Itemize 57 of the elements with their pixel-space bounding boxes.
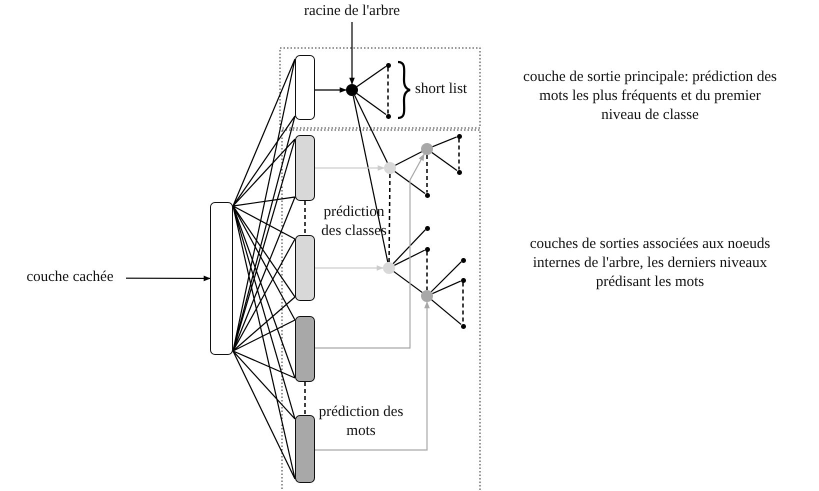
ellipsis-line: [304, 382, 306, 415]
ellipsis-line: [426, 155, 428, 192]
connection-line: [394, 250, 426, 266]
leaf-dot: [424, 226, 430, 230]
root-label: racine de l'arbre: [292, 2, 412, 21]
leaf-dot: [456, 170, 462, 174]
connection-line: [232, 205, 296, 352]
leaf-dot: [456, 134, 462, 138]
connection-line: [432, 136, 457, 148]
tree-node: [383, 262, 395, 274]
annotation-text: couches de sorties associées aux noeuds internes de l'arbre, les derniers niveaux prédisant les mots: [528, 235, 772, 292]
output-layer-box: [295, 135, 315, 201]
ellipsis-line: [426, 252, 428, 290]
arrow: [315, 154, 425, 349]
connection-line: [352, 96, 388, 262]
leaf-dot: [386, 114, 390, 118]
connection-line: [354, 95, 388, 163]
connection-line: [393, 271, 423, 293]
arrow: [315, 165, 385, 171]
arrow: [126, 276, 211, 282]
connection-line: [432, 280, 461, 294]
arrow: [315, 301, 430, 451]
connection-line: [394, 171, 426, 194]
ellipsis-line: [388, 174, 391, 262]
leaf-dot: [424, 192, 430, 198]
output-layer-box: [295, 235, 315, 301]
ellipsis-line: [304, 201, 306, 235]
leaf-dot: [386, 62, 390, 68]
root-node: [346, 84, 358, 96]
connection-line: [356, 66, 386, 88]
arrow: [349, 22, 355, 85]
tree-node: [421, 290, 433, 302]
connection-line: [431, 299, 462, 325]
leaf-dot: [424, 246, 430, 252]
tree-node: [421, 143, 433, 155]
ellipsis-line: [387, 68, 389, 114]
connection-line: [395, 151, 422, 166]
arrow: [315, 87, 347, 93]
output-layer-box: [295, 55, 315, 120]
ellipsis-line: [458, 138, 460, 170]
annotation-text: prédiction des mots: [318, 403, 404, 441]
tree-node: [384, 162, 396, 174]
connection-line: [392, 229, 426, 264]
ellipsis-line: [462, 282, 464, 324]
connection-line: [430, 261, 462, 292]
annotation-text: short list: [415, 80, 468, 99]
output-layer-box: [295, 415, 315, 483]
annotation-text: couche de sortie principale: prédiction des mots les plus fréquents et du premier niveau de classe: [522, 68, 778, 125]
leaf-dot: [460, 278, 466, 282]
leaf-dot: [460, 258, 466, 262]
hidden-layer-box: [210, 202, 233, 355]
output-layer-box: [295, 316, 315, 382]
arrow: [315, 265, 384, 271]
connection-line: [432, 152, 458, 172]
connection-line: [356, 93, 386, 116]
leaf-dot: [460, 324, 466, 328]
layer-label: couche cachée: [14, 268, 126, 287]
